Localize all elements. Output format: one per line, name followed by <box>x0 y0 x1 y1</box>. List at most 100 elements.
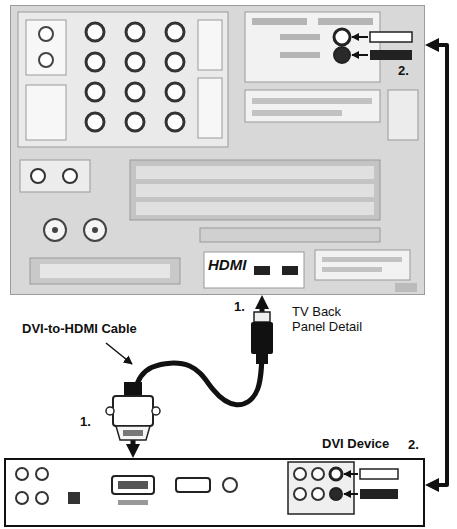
dvi-plug-strain-relief <box>124 382 142 396</box>
svideo-jack <box>39 27 53 41</box>
label-plate <box>280 34 320 40</box>
cable-label: DVI-to-HDMI Cable <box>22 322 137 337</box>
connector-row <box>136 202 374 215</box>
svideo-block <box>26 20 66 75</box>
audio-jack <box>330 488 342 500</box>
audio-out-block <box>20 160 90 192</box>
device-jack <box>312 488 324 500</box>
panel-caption: TV Back Panel Detail <box>292 305 372 335</box>
rca-jack <box>166 83 184 101</box>
device-jack <box>16 468 28 480</box>
label-plate <box>26 85 66 140</box>
coax-jack <box>44 219 66 241</box>
dvi-thumbscrew <box>106 407 114 415</box>
label-plate <box>252 98 372 104</box>
rca-jack <box>166 113 184 131</box>
plug-arrow <box>352 36 368 38</box>
connector-row <box>136 184 374 197</box>
device-heading: DVI Device <box>322 436 389 451</box>
callout-number: 1. <box>80 415 91 430</box>
tv-back-panel: HDMI <box>10 5 425 295</box>
audio-input-block <box>245 12 380 82</box>
serial-block <box>30 258 180 284</box>
rca-plug <box>360 489 398 499</box>
dvi-plug-body <box>113 396 153 426</box>
audio-jack <box>334 47 350 63</box>
audio-jack <box>330 468 342 480</box>
coax-jack <box>84 219 106 241</box>
label-plate <box>322 267 382 272</box>
hdmi-port <box>254 266 270 275</box>
hdmi-cable <box>133 301 262 452</box>
callout-number: 2. <box>398 64 409 79</box>
device-jack <box>36 468 48 480</box>
device-rca-block <box>288 462 354 514</box>
label-plate <box>245 90 380 122</box>
dvi-port <box>112 476 154 494</box>
coax-pin <box>52 227 58 233</box>
dvi-pins <box>118 481 148 489</box>
label-plate <box>280 52 320 58</box>
label-plate <box>198 78 222 138</box>
rca-jack <box>86 23 104 41</box>
rca-plug <box>370 50 412 60</box>
rca-jack <box>86 113 104 131</box>
label-plate <box>198 20 222 70</box>
vga-port <box>176 478 210 492</box>
rca-jack <box>86 53 104 71</box>
dvi-thumbscrew <box>152 407 160 415</box>
connector-grid <box>130 160 380 220</box>
callout-number: 2. <box>408 438 419 453</box>
hdmi-port <box>282 266 298 275</box>
plug-arrow <box>344 493 358 495</box>
audio-jack <box>334 29 350 45</box>
serial-port <box>40 264 170 278</box>
connector-row <box>136 166 374 179</box>
audio-jack <box>31 169 45 183</box>
rca-jack <box>126 113 144 131</box>
rca-jack <box>86 83 104 101</box>
jack-block <box>18 12 228 147</box>
optical-port <box>68 492 80 504</box>
hdmi-logo-plate <box>204 252 304 288</box>
label-plate <box>322 257 402 262</box>
rca-jack <box>166 23 184 41</box>
label-plate <box>252 110 342 116</box>
device-jack <box>223 478 237 492</box>
rca-jack <box>166 53 184 71</box>
rca-plug <box>370 32 412 42</box>
label-plate <box>118 500 148 505</box>
rca-jack <box>126 83 144 101</box>
label-plate <box>388 90 418 140</box>
svideo-jack <box>39 53 53 67</box>
device-jack <box>294 468 306 480</box>
rca-plug <box>360 469 398 479</box>
plug-arrow <box>344 473 358 475</box>
coax-pin <box>92 227 98 233</box>
leader-line <box>106 343 132 364</box>
label-plate <box>252 18 307 25</box>
hdmi-plug-strain-relief <box>256 354 268 364</box>
label-plate <box>395 283 417 292</box>
audio-cable <box>431 45 447 485</box>
audio-jack <box>63 169 77 183</box>
callout-number: 1. <box>234 300 245 315</box>
label-plate <box>318 18 373 25</box>
rca-jack <box>126 23 144 41</box>
device-jack <box>294 488 306 500</box>
hdmi-plug-tip <box>254 312 270 322</box>
hdmi-logo-text: HDMI <box>208 256 246 273</box>
device-jack <box>312 468 324 480</box>
panel-face <box>10 5 425 295</box>
device-jack <box>36 492 48 504</box>
label-plate <box>200 228 380 242</box>
rca-jack <box>126 53 144 71</box>
dvi-plug-pins <box>123 430 143 436</box>
device-face <box>4 458 425 527</box>
plug-arrow <box>352 54 368 56</box>
dvi-device: DVI Device <box>4 458 425 527</box>
hdmi-plug-body <box>251 322 273 354</box>
device-jack <box>16 492 28 504</box>
label-plate <box>315 250 410 280</box>
